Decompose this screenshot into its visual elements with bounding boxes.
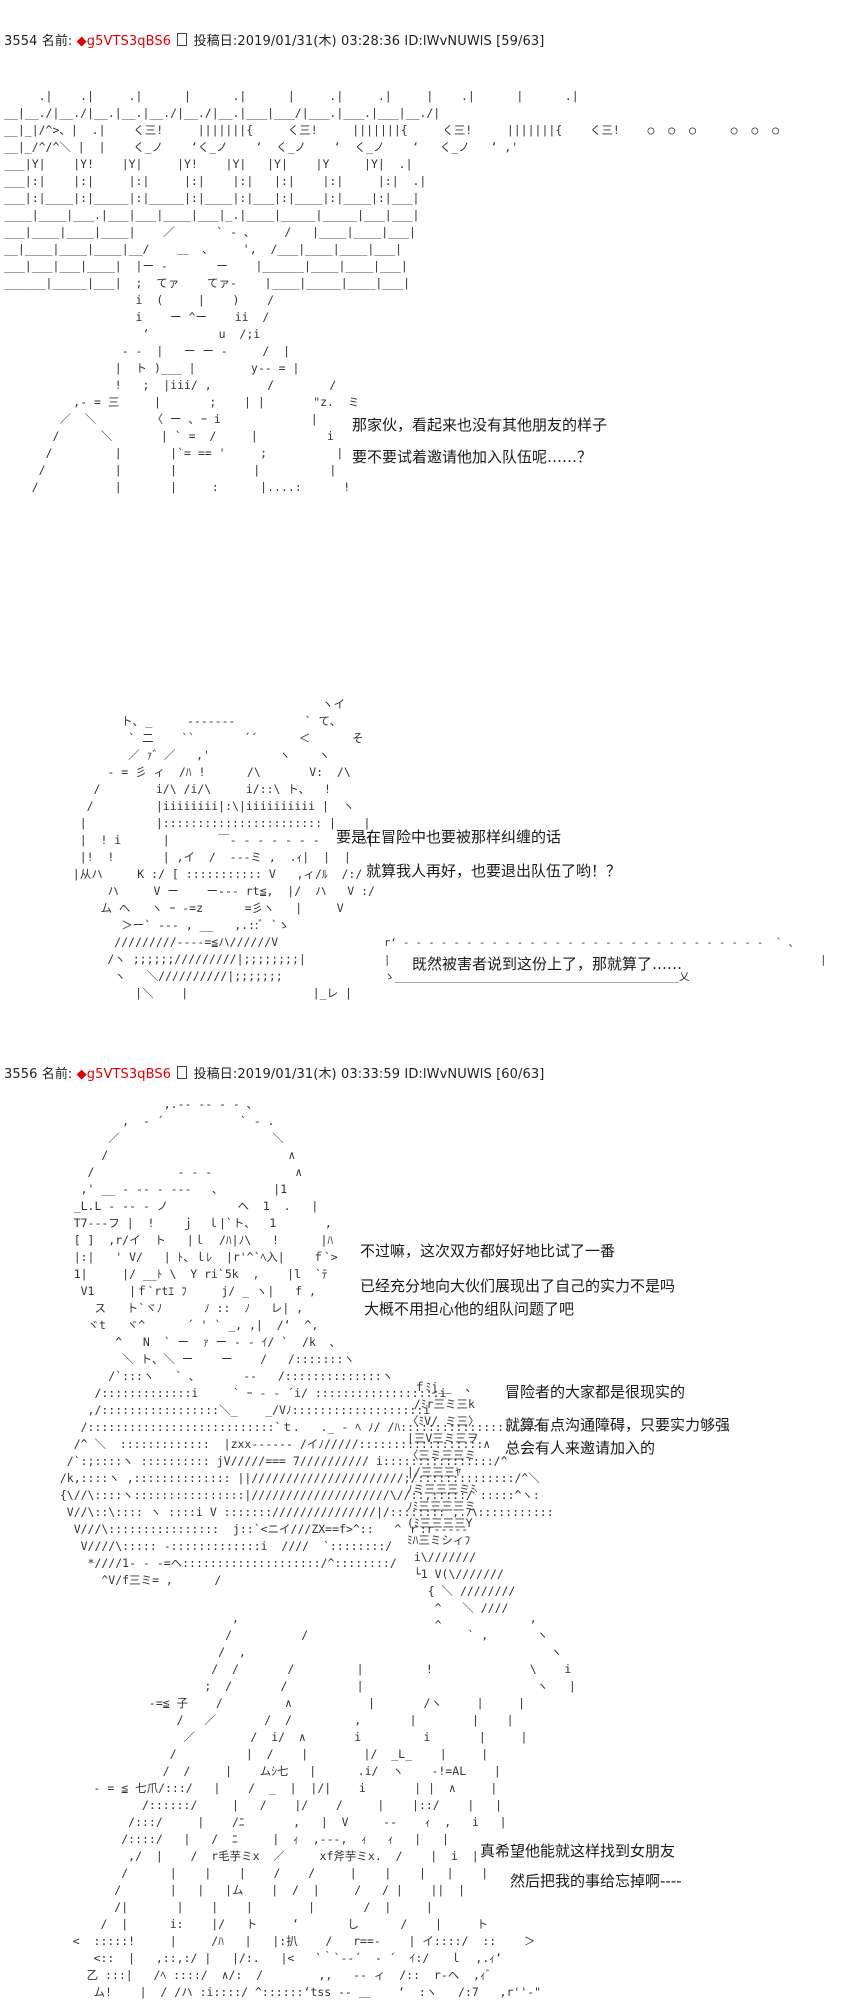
missing-glyph-icon: [177, 33, 188, 46]
dialogue-line: 总会有人来邀请加入的: [505, 1439, 656, 1457]
dialogue-line: 要是在冒险中也要被那样纠缠的话: [336, 828, 562, 846]
dialogue-line: 就算有点沟通障碍，只要实力够强: [505, 1416, 731, 1434]
dialogue-line: 冒险者的大家都是很现实的: [505, 1383, 686, 1401]
ascii-art-character-thumbs-up: ,.-‐ ‐‐ ‐ ‐ ､ , ‐ ´ ` ‐ . ／ ＼ / ∧ / ‐ ‐ …: [59, 1097, 554, 1587]
post-date: 2019/01/31(木) 03:33:59: [237, 1067, 401, 1082]
trip-code: g5VTS3qBS6: [86, 34, 172, 49]
trip-diamond-icon: ◆: [76, 1067, 87, 1082]
dialogue-line: 已经充分地向大伙们展现出了自己的实力不是吗: [360, 1277, 676, 1295]
name-label: 名前:: [41, 34, 73, 49]
poster-id: ID:lWvNUWlS: [404, 1067, 492, 1082]
dialogue-line: 真希望他能就这样找到女朋友: [480, 1842, 676, 1860]
date-label: 投稿日:: [193, 1067, 238, 1082]
poster-id: ID:lWvNUWlS: [404, 34, 492, 49]
post-number: 3556: [4, 1067, 38, 1082]
post-header: 3554 名前: ◆g5VTS3qBS6 投稿日:2019/01/31(木) 0…: [4, 30, 544, 49]
ascii-art-character-portrait: ヽイ ト､ _ ‐‐‐‐‐‐‐ ` て､ ` 二 `` ´´ ＜ そ ／ ｧ゛／…: [72, 697, 402, 1000]
date-label: 投稿日:: [193, 34, 238, 49]
post-counter: [60/63]: [496, 1067, 545, 1082]
ascii-art-character-face: , , / / ` , ヽ / , ヽ: [72, 1611, 576, 1999]
ascii-art-castle-scene: .| .| .| | .| | .| .| | .| | .| __|__./|…: [4, 89, 780, 494]
speech-bubble-frame: r‘ ‐ ‐ ‐ ‐ ‐ ‐ ‐ ‐ ‐ ‐ ‐ ‐ ‐ ‐ ‐ ‐ ‐ ‐ ‐…: [384, 937, 827, 983]
post-counter: [59/63]: [496, 34, 545, 49]
post-header: 3556 名前: ◆g5VTS3qBS6 投稿日:2019/01/31(木) 0…: [4, 1063, 544, 1082]
dialogue-line: 然后把我的事给忘掉啊‐‐‐‐: [510, 1872, 682, 1890]
trip-diamond-icon: ◆: [76, 34, 87, 49]
dialogue-line: 就算我人再好，也要退出队伍了哟！？: [366, 862, 622, 880]
dialogue-line: 大概不用担心他的组队问题了吧: [364, 1300, 575, 1318]
dialogue-line: 要不要试着邀请他加入队伍呢……？: [352, 448, 593, 466]
dialogue-line: 那家伙，看起来也没有其他朋友的样子: [352, 416, 608, 434]
missing-glyph-icon: [177, 1066, 188, 1079]
trip-code: g5VTS3qBS6: [86, 1067, 172, 1082]
post-date: 2019/01/31(木) 03:28:36: [237, 34, 401, 49]
bubble-text: 既然被害者说到这份上了，那就算了……: [412, 955, 683, 973]
dialogue-line: 不过嘛，这次双方都好好地比试了一番: [360, 1242, 616, 1260]
post-number: 3554: [4, 34, 38, 49]
name-label: 名前:: [41, 1067, 73, 1082]
ascii-art-thumbs-up-hand: ｆﾐj__ ､ /ﾐr三ミ三k 〈ﾐV/ ミ三〉 |三V三ミ三ヲ 〈三ミ三三ミ …: [406, 1380, 516, 1632]
